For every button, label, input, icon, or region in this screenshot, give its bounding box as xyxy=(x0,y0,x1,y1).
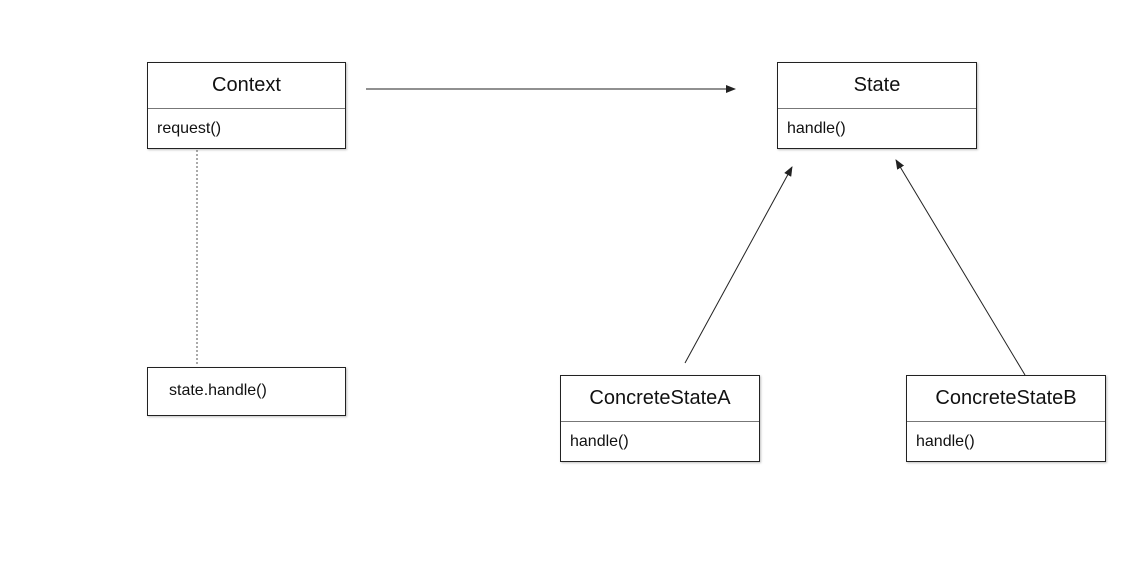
context-request-method: request() xyxy=(157,120,222,137)
concrete-a-to-state-arrow xyxy=(684,166,793,364)
context-class-name: Context xyxy=(148,63,345,109)
concrete-state-b-class-box[interactable]: ConcreteStateB handle() xyxy=(906,375,1106,462)
concrete-state-a-handle-method: handle() xyxy=(570,433,629,450)
concrete-b-to-state-arrow xyxy=(895,159,1026,376)
concrete-state-a-class-box[interactable]: ConcreteStateA handle() xyxy=(560,375,760,462)
concrete-state-a-class-name: ConcreteStateA xyxy=(561,376,759,422)
concrete-state-b-class-name: ConcreteStateB xyxy=(907,376,1105,422)
context-class-box[interactable]: Context request() xyxy=(147,62,346,149)
state-class-box[interactable]: State handle() xyxy=(777,62,977,149)
note-text: state.handle() xyxy=(169,382,267,399)
concrete-state-b-handle-method: handle() xyxy=(916,433,975,450)
state-class-name: State xyxy=(778,63,976,109)
state-handle-method: handle() xyxy=(787,120,846,137)
state-handle-note[interactable]: state.handle() xyxy=(147,367,346,416)
